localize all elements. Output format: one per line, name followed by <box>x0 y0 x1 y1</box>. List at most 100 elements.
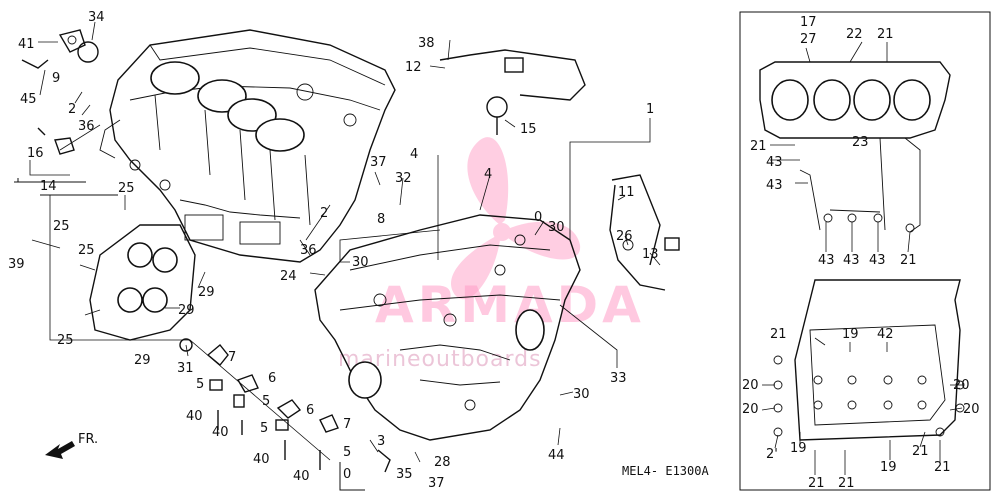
callout-label: 40 <box>253 452 270 467</box>
leader-lines <box>29 21 963 475</box>
callout-label: 45 <box>20 92 37 107</box>
callout-label: 25 <box>57 333 74 348</box>
callout-label: 33 <box>610 371 627 386</box>
front-direction-label: FR. <box>78 432 98 447</box>
callout-label: 21 <box>877 27 894 42</box>
callout-label: 40 <box>293 469 310 484</box>
callout-label: 38 <box>418 36 435 51</box>
callout-label: 21 <box>750 139 767 154</box>
front-direction-arrow: FR. <box>45 432 98 459</box>
callout-label: 15 <box>520 122 537 137</box>
callout-label: 4 <box>410 147 418 162</box>
diagram-code: MEL4- E1300A <box>622 464 709 478</box>
callout-label: 27 <box>800 32 817 47</box>
callout-label: 7 <box>228 350 236 365</box>
callout-label: 0 <box>343 467 351 482</box>
callout-label: 11 <box>618 185 635 200</box>
group-brackets <box>14 178 365 491</box>
callout-label: 29 <box>198 285 215 300</box>
callout-label: 43 <box>869 253 886 268</box>
callout-label: 28 <box>434 455 451 470</box>
callout-label: 42 <box>877 327 894 342</box>
callout-label: 35 <box>396 467 413 482</box>
callout-label: 39 <box>8 257 25 272</box>
watermark-brand: ARMADA <box>375 276 645 334</box>
callout-label: 21 <box>770 327 787 342</box>
watermark: ARMADA marineoutboards <box>338 137 645 372</box>
callout-label: 36 <box>300 243 317 258</box>
lower-crankcase-drawing <box>314 214 581 441</box>
callout-label: 23 <box>852 135 869 150</box>
callout-label: 32 <box>395 171 412 186</box>
callout-label: 43 <box>766 155 783 170</box>
callout-label: 44 <box>548 448 565 463</box>
callout-label: 25 <box>78 243 95 258</box>
callout-label: 43 <box>843 253 860 268</box>
callout-label: 21 <box>808 476 825 491</box>
callout-label: 19 <box>842 327 859 342</box>
callout-label: 34 <box>88 10 105 25</box>
callout-label: 31 <box>177 361 194 376</box>
callout-label: 9 <box>52 71 60 86</box>
callout-label: 30 <box>548 220 565 235</box>
callout-label: 20 <box>742 402 759 417</box>
callout-label: 25 <box>118 181 135 196</box>
callout-label: 22 <box>846 27 863 42</box>
callout-label: 14 <box>40 179 57 194</box>
sensor-34-drawing <box>21 29 99 69</box>
sensor-16-drawing <box>37 127 75 155</box>
callout-label: 3 <box>377 434 385 449</box>
upper-crankcase-drawing <box>99 29 396 263</box>
callout-label: 16 <box>27 146 44 161</box>
callout-labels: 34 41 9 45 2 36 16 14 38 12 15 1 17 27 2… <box>8 10 980 491</box>
callout-label: 37 <box>370 155 387 170</box>
callout-label: 43 <box>818 253 835 268</box>
callout-label: 5 <box>343 445 351 460</box>
callout-label: 21 <box>934 460 951 475</box>
right-panel-drawing <box>739 11 991 491</box>
propeller-logo <box>450 137 581 300</box>
callout-label: 0 <box>534 210 542 225</box>
callout-label: 25 <box>53 219 70 234</box>
callout-label: 8 <box>377 212 385 227</box>
callout-label: 12 <box>405 60 422 75</box>
callout-label: 6 <box>306 403 314 418</box>
callout-label: 4 <box>484 167 492 182</box>
callout-label: 2 <box>68 102 76 117</box>
side-cover-drawing <box>79 224 196 341</box>
callout-label: 40 <box>212 425 229 440</box>
callout-label: 5 <box>196 377 204 392</box>
small-parts-drawing <box>179 338 391 473</box>
callout-label: 40 <box>186 409 203 424</box>
callout-label: 21 <box>838 476 855 491</box>
callout-label: 20 <box>963 402 980 417</box>
callout-label: 30 <box>573 387 590 402</box>
callout-label: 20 <box>742 378 759 393</box>
callout-label: 5 <box>260 421 268 436</box>
sensor-harness-drawing <box>439 49 680 291</box>
callout-label: 19 <box>790 441 807 456</box>
callout-label: 21 <box>912 444 929 459</box>
callout-label: 43 <box>766 178 783 193</box>
callout-label: 36 <box>78 119 95 134</box>
callout-label: 37 <box>428 476 445 491</box>
callout-label: 2' <box>766 447 778 462</box>
callout-label: 6 <box>268 371 276 386</box>
callout-label: 41 <box>18 37 35 52</box>
callout-label: 21 <box>900 253 917 268</box>
callout-label: 30 <box>352 255 369 270</box>
callout-label: 2 <box>320 206 328 221</box>
callout-label: 5 <box>262 394 270 409</box>
callout-label: 17 <box>800 15 817 30</box>
callout-label: 26 <box>616 229 633 244</box>
callout-label: 1 <box>646 102 654 117</box>
callout-label: 29 <box>178 303 195 318</box>
callout-label: 13 <box>642 247 659 262</box>
callout-label: 24 <box>280 269 297 284</box>
callout-label: 7 <box>343 417 351 432</box>
callout-label: 19 <box>880 460 897 475</box>
callout-label: 29 <box>134 353 151 368</box>
callout-label: 20 <box>953 378 970 393</box>
